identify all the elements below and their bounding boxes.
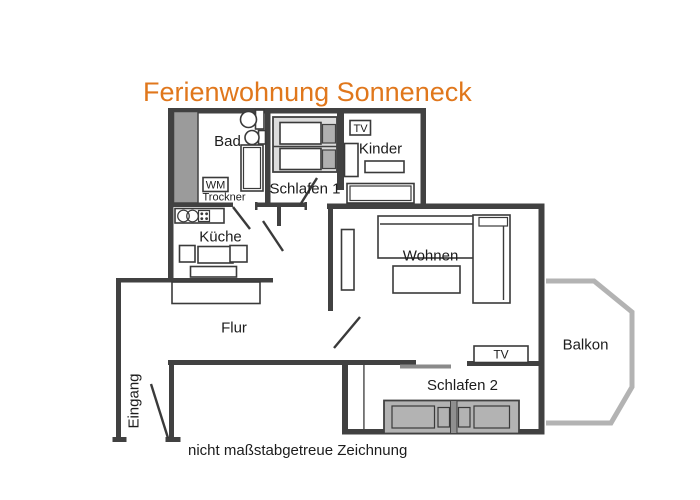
chair-right xyxy=(229,244,248,263)
tv-cabinet-schlafen2 xyxy=(473,345,529,364)
bench xyxy=(189,265,238,278)
pillow xyxy=(321,123,337,144)
bathtub-inner xyxy=(242,146,262,190)
flur-sideboard xyxy=(171,281,261,305)
kueche-door xyxy=(262,220,284,252)
wohnen-furniture xyxy=(340,214,511,304)
tv-cabinet-kinder xyxy=(349,119,372,136)
washing-machine-box xyxy=(202,176,229,193)
sofa-vertical xyxy=(472,214,511,304)
mattress xyxy=(279,147,322,171)
room-label-bad: Bad xyxy=(214,133,241,150)
room-label-schlafen1: Schlafen 1 xyxy=(270,181,341,198)
room-label-eingang: Eingang xyxy=(126,373,143,428)
pillow xyxy=(321,149,337,170)
dryer-label: Trockner xyxy=(203,192,246,204)
mattress xyxy=(473,405,511,429)
schlafen1-door xyxy=(298,177,319,206)
sink-basin-1 xyxy=(177,209,190,223)
wall-shelf xyxy=(340,228,355,291)
pillow xyxy=(457,406,471,428)
bed-divider xyxy=(450,400,458,434)
kinder-bed xyxy=(346,182,415,204)
kinder-furniture xyxy=(343,119,415,204)
appliance-labels: WM Trockner TV TV xyxy=(203,123,509,362)
bad-wardrobe xyxy=(172,110,199,204)
room-label-flur: Flur xyxy=(221,320,247,337)
room-label-schlafen2: Schlafen 2 xyxy=(427,377,498,394)
pillow xyxy=(437,406,451,428)
bad-door xyxy=(232,206,251,230)
room-label-wohnen: Wohnen xyxy=(403,248,459,265)
coffee-table xyxy=(392,265,461,294)
page-title: Ferienwohnung Sonneneck xyxy=(143,77,472,107)
kueche-furniture xyxy=(171,207,261,305)
kitchen-table xyxy=(197,245,234,264)
mattress xyxy=(391,405,436,429)
doors xyxy=(149,177,451,439)
wohnen-door xyxy=(333,316,361,349)
scale-note: nicht maßstabgetreue Zeichnung xyxy=(188,442,407,459)
bathtub xyxy=(240,144,264,192)
schlafen1-bed xyxy=(272,116,338,173)
sofa-armrest xyxy=(478,216,509,227)
stove xyxy=(197,209,211,223)
mattress xyxy=(279,121,322,145)
room-label-kueche: Küche xyxy=(199,229,242,246)
sink-bowl xyxy=(244,129,260,146)
room-label-kinder: Kinder xyxy=(359,141,402,158)
washing-machine-label: WM xyxy=(206,180,226,192)
kinder-shelf xyxy=(364,160,405,174)
chair-left xyxy=(178,244,196,263)
kinder-bed-inner xyxy=(349,185,412,202)
room-labels: Bad Schlafen 1 Kinder Küche Wohnen Flur … xyxy=(126,133,609,429)
tv-label-schlafen2: TV xyxy=(493,348,508,362)
sofa-horizontal xyxy=(377,215,476,259)
bad-fixtures xyxy=(202,109,267,193)
tv-label-kinder: TV xyxy=(353,123,368,135)
kinder-wardrobe xyxy=(343,142,359,178)
entrance-door xyxy=(149,383,170,439)
schlafen2-sliding-door xyxy=(400,364,451,369)
room-label-balkon: Balkon xyxy=(563,337,609,354)
schlafen2-furniture xyxy=(383,345,529,435)
toilet-bowl xyxy=(239,110,258,129)
balcony-outline xyxy=(546,278,635,426)
